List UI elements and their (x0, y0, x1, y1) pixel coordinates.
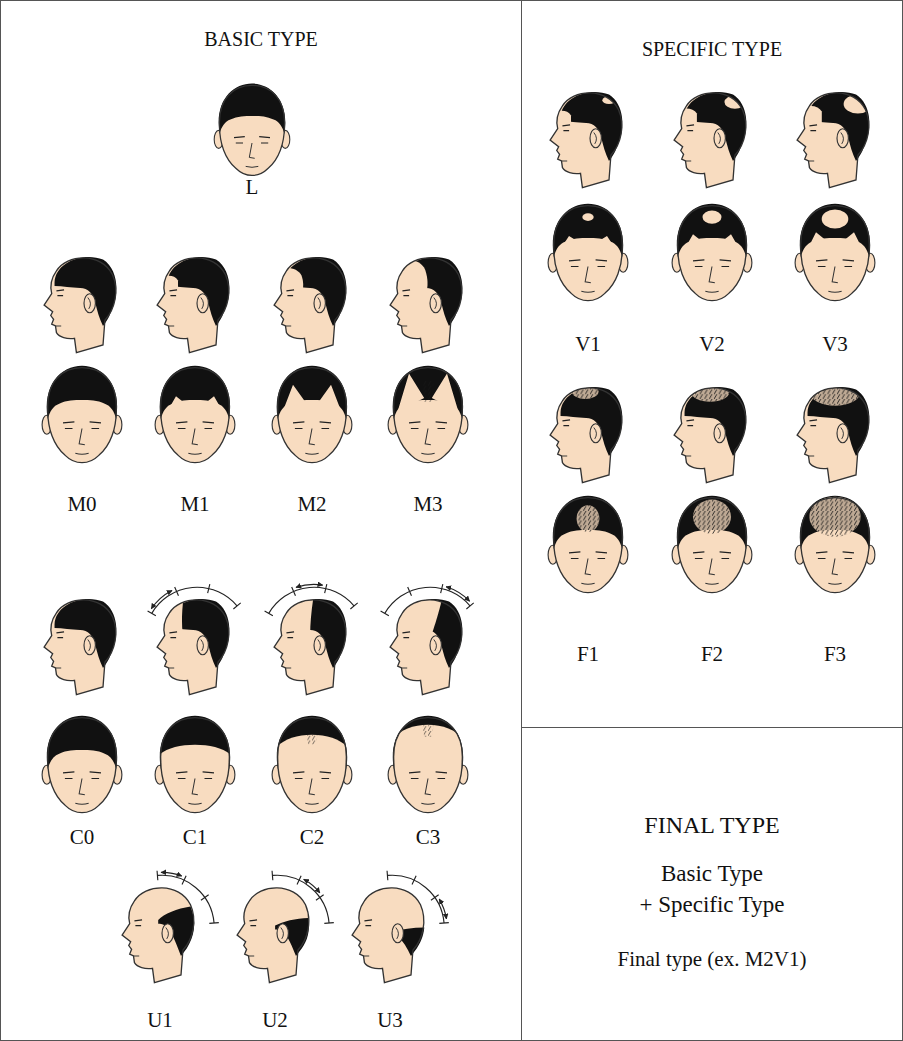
top-head (214, 84, 290, 176)
side-head (674, 383, 746, 483)
type-label: V3 (822, 332, 848, 357)
type-label: U1 (147, 1008, 173, 1033)
side-head (674, 92, 746, 188)
side-head (550, 384, 622, 483)
type-label: U3 (377, 1008, 403, 1033)
type-label: C2 (300, 825, 325, 850)
type-label: C3 (416, 825, 441, 850)
type-label: M0 (67, 492, 96, 517)
side-head (274, 257, 346, 353)
type-label: F1 (577, 642, 599, 667)
type-label: F2 (701, 642, 723, 667)
top-head (388, 716, 468, 813)
side-head (122, 871, 219, 983)
top-head (42, 716, 122, 813)
side-head (237, 871, 334, 983)
top-head (272, 366, 352, 463)
type-label: F3 (824, 642, 846, 667)
panel-text: + Specific Type (522, 891, 902, 919)
top-head (548, 204, 628, 301)
type-label: V1 (575, 332, 601, 357)
top-head (388, 366, 468, 463)
top-head (795, 496, 875, 593)
type-label: L (246, 175, 259, 200)
top-head (42, 366, 122, 463)
side-head (257, 583, 358, 695)
side-head (157, 257, 229, 353)
side-head (44, 257, 116, 353)
side-head (797, 92, 872, 188)
side-head (352, 871, 449, 983)
side-head (390, 257, 462, 353)
side-head (44, 599, 116, 695)
type-label: C0 (70, 825, 95, 850)
type-label: V2 (699, 332, 725, 357)
side-head (550, 92, 622, 188)
panel-title: SPECIFIC TYPE (522, 37, 902, 61)
panel: SPECIFIC TYPE (521, 0, 903, 728)
panel-text: Final type (ex. M2V1) (522, 947, 902, 972)
type-label: U2 (262, 1008, 288, 1033)
top-head (155, 366, 235, 463)
panel-text: Basic Type (522, 860, 902, 888)
top-head (672, 496, 752, 593)
side-head (140, 583, 241, 695)
type-label: M2 (297, 492, 326, 517)
top-head (795, 204, 875, 301)
top-head (272, 716, 352, 813)
side-head (373, 583, 474, 695)
panel-title: FINAL TYPE (522, 811, 902, 840)
top-head (155, 716, 235, 813)
side-head (797, 381, 869, 483)
panel: BASIC TYPE (0, 0, 522, 1041)
type-label: M1 (180, 492, 209, 517)
type-label: M3 (413, 492, 442, 517)
top-head (548, 496, 628, 593)
panel-title: BASIC TYPE (1, 27, 521, 51)
type-label: C1 (183, 825, 208, 850)
top-head (672, 204, 752, 301)
panel: FINAL TYPE Basic Type + Specific TypeFinal… (521, 727, 903, 1041)
